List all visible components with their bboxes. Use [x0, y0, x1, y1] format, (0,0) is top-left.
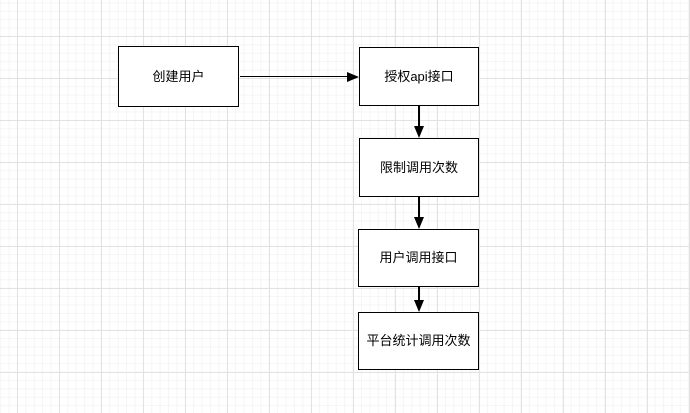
node-label-user-call-api: 用户调用接口	[379, 250, 458, 266]
arrowhead-right-icon	[347, 71, 359, 82]
edge-line	[418, 286, 420, 301]
node-label-platform-count-calls: 平台统计调用次数	[366, 333, 471, 349]
arrowhead-down-icon	[413, 300, 424, 312]
node-label-authorize-api: 授权api接口	[384, 68, 454, 84]
arrowhead-down-icon	[414, 217, 424, 229]
node-label-create-user: 创建用户	[152, 68, 205, 84]
node-create-user[interactable]: 创建用户	[118, 46, 239, 107]
arrowhead-down-icon	[414, 126, 424, 138]
node-platform-count-calls[interactable]: 平台统计调用次数	[358, 312, 479, 370]
edge-line	[239, 75, 348, 78]
node-label-limit-call-count: 限制调用次数	[379, 159, 458, 175]
node-authorize-api[interactable]: 授权api接口	[359, 47, 479, 106]
edge-line	[418, 196, 420, 218]
node-limit-call-count[interactable]: 限制调用次数	[359, 138, 479, 197]
node-user-call-api[interactable]: 用户调用接口	[358, 229, 479, 287]
edge-line	[418, 106, 420, 127]
